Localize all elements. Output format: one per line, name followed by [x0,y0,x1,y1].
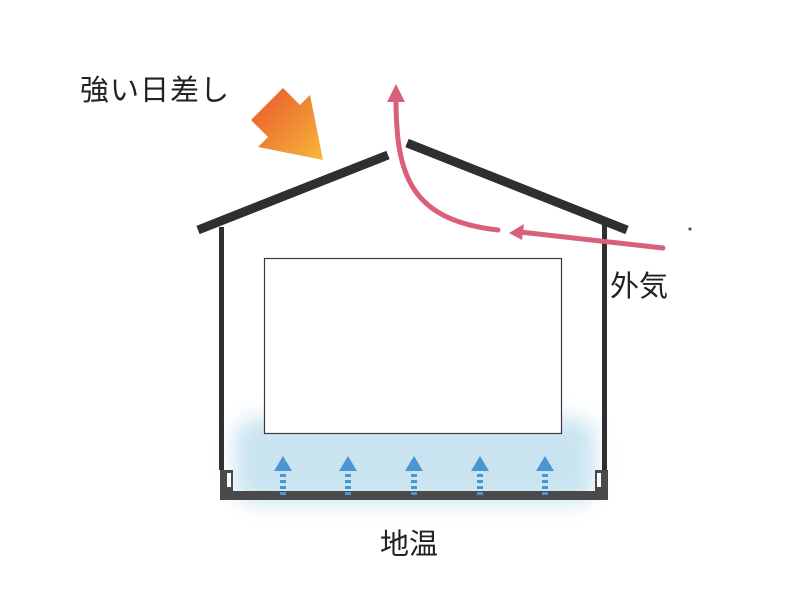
ground-temperature-label: 地温 [380,527,439,561]
airflow-path [517,229,666,251]
outside-air-label: 外気 [610,269,669,303]
edge-dot [688,227,692,231]
dotted-up-arrow-icon [536,456,554,495]
right-wall [602,225,607,470]
interior-room [263,257,563,435]
foundation-right-slot [597,473,601,487]
ground-heat-arrows [274,456,554,495]
roof-right-slope [405,138,629,235]
foundation-left-post [220,470,233,500]
airflow-exhaust-path [393,95,501,233]
dotted-up-arrow-icon [339,456,357,495]
dotted-up-arrow-icon [405,456,423,495]
airflow-arrowhead-inner [509,224,524,240]
strong-sunlight-label: 強い日差し [80,73,231,107]
dotted-up-arrow-icon [274,456,292,495]
curved-up-arrow-icon [387,84,666,251]
foundation-base [220,491,608,500]
airflow-arrowhead-top [387,84,405,102]
dotted-up-arrow-icon [471,456,489,495]
foundation-right-post [595,470,608,500]
roof-left-slope [196,150,390,235]
diagonal-down-arrow-icon [251,88,323,160]
foundation-left-slot [227,473,231,487]
roof [196,138,629,235]
left-wall [219,227,224,470]
walls [219,225,607,470]
